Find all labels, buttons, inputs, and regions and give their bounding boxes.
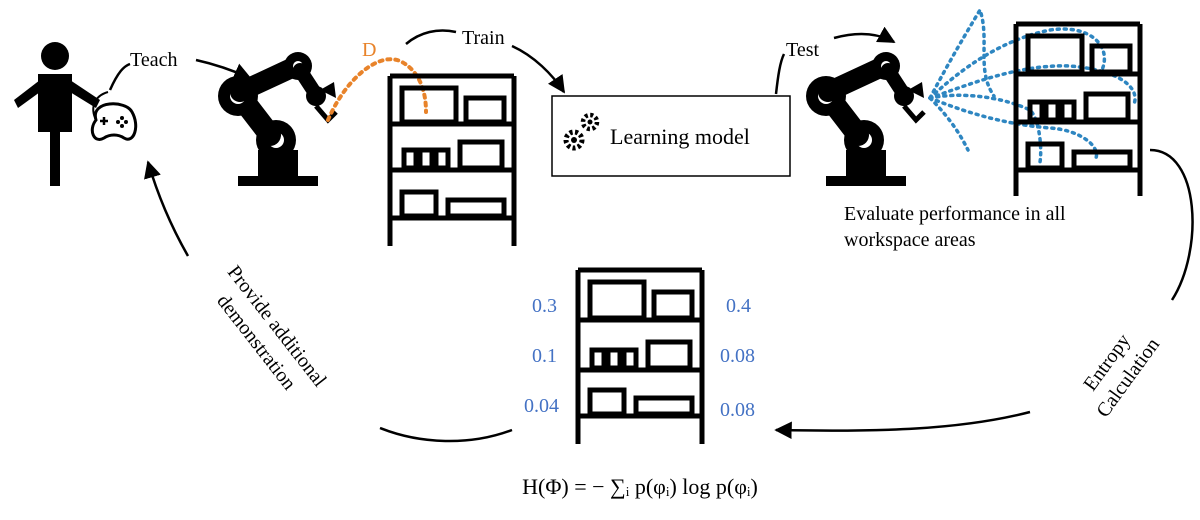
entropy-label: Entropy Calculation <box>1079 330 1164 422</box>
robot-arm-icon-test <box>806 52 924 186</box>
teach-arrow-head <box>195 58 252 80</box>
value-right-bottom: 0.08 <box>720 399 755 421</box>
entropy-formula: H(Φ) = − ∑ᵢ p(φᵢ) log p(φᵢ) <box>522 474 758 499</box>
value-right-top: 0.4 <box>726 295 751 317</box>
learning-model-label: Learning model <box>610 124 750 149</box>
test-trajectories <box>928 5 1137 164</box>
feedback-arrow-head <box>144 160 190 257</box>
shelf-icon-entropy <box>575 267 705 444</box>
value-left-bottom: 0.04 <box>524 395 559 417</box>
evaluate-label-line1: Evaluate performance in all <box>844 203 1066 225</box>
shelf-icon <box>387 73 517 246</box>
feedback-arrow-tail <box>379 426 513 443</box>
test-arrow-head <box>833 26 896 44</box>
train-arrow-head <box>511 44 566 94</box>
teach-arrow <box>108 62 131 91</box>
provide-label: Provide additional demonstration <box>212 262 331 395</box>
gamepad-icon <box>90 91 138 141</box>
evaluate-label-line2: workspace areas <box>844 229 976 251</box>
entropy-arrow-head <box>774 410 1031 440</box>
gears-icon <box>563 112 600 151</box>
value-left-top: 0.3 <box>532 295 557 317</box>
demonstration-symbol: D <box>362 39 376 61</box>
test-arrow-tail <box>774 53 786 95</box>
entropy-arrow <box>1149 148 1194 301</box>
shelf-icon-test <box>1013 21 1143 196</box>
test-label: Test <box>786 39 819 61</box>
value-left-middle: 0.1 <box>532 345 557 367</box>
train-label: Train <box>462 27 505 49</box>
value-right-middle: 0.08 <box>720 345 755 367</box>
learning-model-box <box>551 95 791 177</box>
train-arrow-tail <box>405 29 457 45</box>
teach-label: Teach <box>130 49 177 71</box>
demonstration-path <box>326 57 428 122</box>
person-with-controller-icon <box>14 42 100 186</box>
